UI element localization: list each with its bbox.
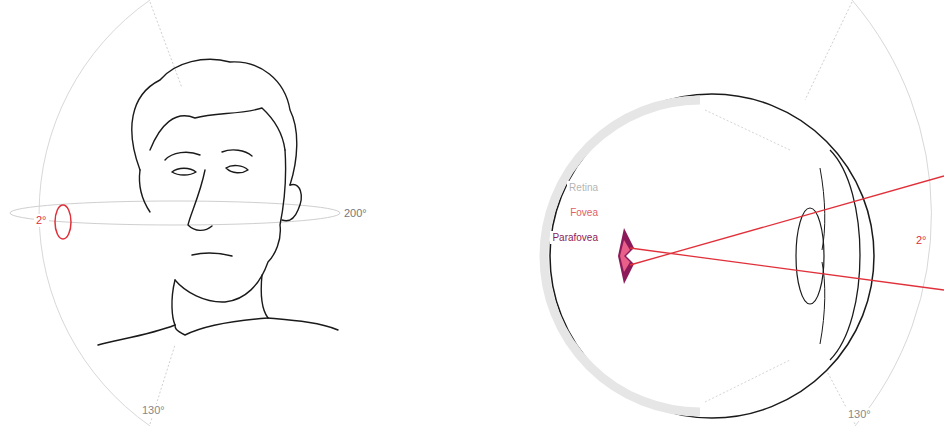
field-ray [150,2,182,88]
angle-label: 200° [342,207,369,220]
angle-label: 130° [846,408,873,421]
eyeball-drawing [544,94,874,418]
part-label: Fovea [568,206,600,219]
sight-line [630,176,944,265]
head-drawing [98,59,338,345]
field-ray [805,2,852,100]
part-label: Retina [567,181,600,194]
angle-label: 2° [914,234,929,247]
angle-label: 2° [34,214,49,227]
part-label: Parafovea [550,231,600,244]
fovea-field-circle [55,205,71,239]
horizontal-field [10,201,340,225]
field-arc [39,0,150,426]
sight-line [630,248,944,290]
angle-label: 130° [140,404,167,417]
